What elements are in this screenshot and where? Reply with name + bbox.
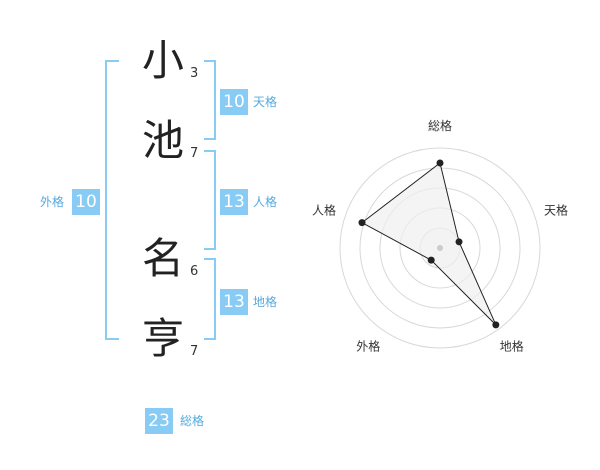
tenkaku-value: 10 — [220, 89, 248, 115]
soukaku-label: 総格 — [180, 414, 205, 428]
radar-polygon — [361, 162, 497, 326]
radar-axis-label: 総格 — [428, 118, 452, 133]
gaikaku-value: 10 — [72, 189, 100, 215]
stroke-count-3: 6 — [190, 264, 199, 279]
chikaku-value: 13 — [220, 289, 248, 315]
stroke-count-4: 7 — [190, 344, 199, 359]
name-char-3: 名 — [142, 234, 185, 283]
gaikaku-label: 外格 — [40, 195, 65, 209]
chikaku-bracket — [204, 258, 216, 340]
chikaku-label: 地格 — [253, 295, 278, 309]
radar-point — [455, 238, 463, 246]
radar-point — [492, 321, 500, 329]
tenkaku-bracket — [204, 60, 216, 140]
radar-dots — [358, 159, 500, 329]
radar-axis-label: 外格 — [356, 339, 380, 354]
tenkaku-label: 天格 — [253, 95, 278, 109]
radar-axis-label: 地格 — [500, 339, 524, 354]
radar-point — [358, 219, 366, 227]
name-char-1: 小 — [142, 36, 185, 85]
gaikaku-bracket — [105, 60, 119, 340]
radar-point — [427, 256, 435, 264]
radar-axis-label: 天格 — [544, 202, 568, 217]
jinkaku-label: 人格 — [253, 195, 278, 209]
stroke-count-2: 7 — [190, 146, 199, 161]
jinkaku-bracket — [204, 150, 216, 250]
radar-center-dot — [437, 245, 443, 251]
radar-point — [436, 159, 444, 167]
stroke-count-1: 3 — [190, 66, 199, 81]
radar-ring — [339, 147, 541, 349]
radar-axis-label: 人格 — [312, 202, 336, 217]
soukaku-value: 23 — [145, 408, 173, 434]
name-char-2: 池 — [142, 116, 185, 165]
name-char-4: 亨 — [142, 314, 185, 363]
jinkaku-value: 13 — [220, 189, 248, 215]
